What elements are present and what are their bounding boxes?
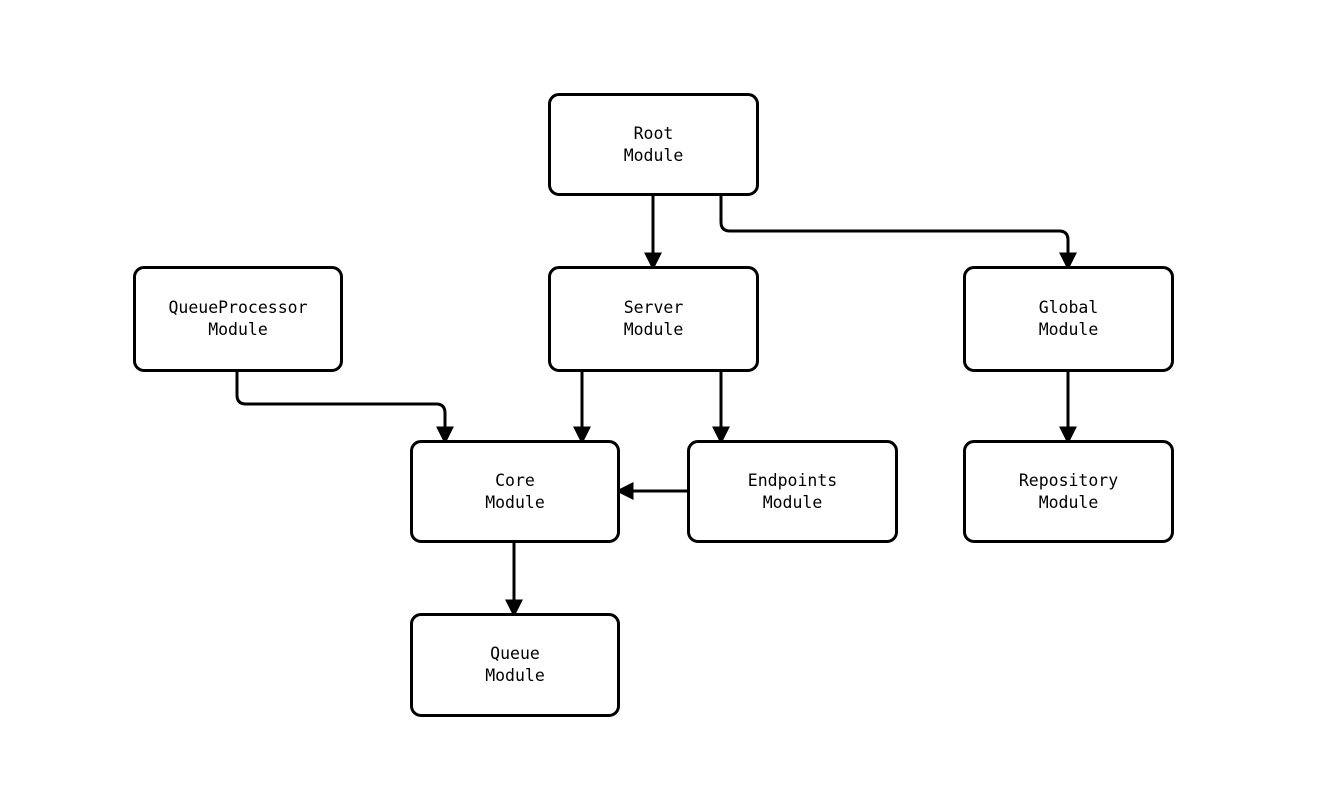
node-queueprocessor-label-line1: QueueProcessor [168, 298, 308, 317]
node-endpoints[interactable]: Endpoints Module [687, 440, 898, 543]
node-repository-label-line2: Module [1038, 492, 1099, 512]
node-queue-label-line1: Queue [490, 644, 540, 663]
node-queueprocessor[interactable]: QueueProcessor Module [133, 266, 343, 372]
node-endpoints-label-line1: Endpoints [747, 470, 838, 490]
edge-root-global [719, 196, 1077, 271]
node-queue-label-line2: Module [485, 666, 545, 685]
node-core-label-line2: Module [485, 492, 545, 512]
node-queueprocessor-label-line2: Module [208, 320, 268, 339]
node-server-label-line2: Module [623, 320, 684, 339]
edge-queueprocessor-core [235, 372, 454, 445]
node-global-label-line2: Module [1038, 320, 1099, 339]
node-global[interactable]: Global Module [963, 266, 1174, 372]
node-core[interactable]: Core Module [410, 440, 620, 543]
node-root[interactable]: Root Module [548, 93, 759, 196]
node-root-label-line2: Module [623, 145, 684, 165]
node-repository[interactable]: Repository Module [963, 440, 1174, 543]
node-server-label-line1: Server [623, 298, 684, 317]
node-core-label-line1: Core [495, 470, 535, 490]
node-queue[interactable]: Queue Module [410, 613, 620, 717]
node-root-label-line1: Root [633, 123, 674, 143]
node-global-label-line1: Global [1038, 298, 1099, 317]
node-server[interactable]: Server Module [548, 266, 759, 372]
node-repository-label-line1: Repository [1018, 470, 1119, 490]
node-endpoints-label-line2: Module [762, 492, 823, 512]
